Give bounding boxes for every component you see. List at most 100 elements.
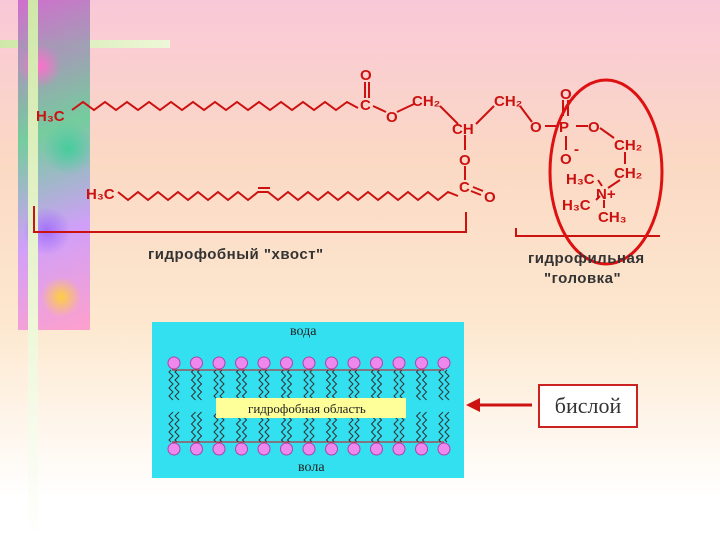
- lipid-head-bottom: [325, 442, 338, 456]
- lipid-tail-top: [303, 369, 309, 401]
- head-label-line1: гидрофильная: [528, 250, 645, 267]
- bilayer-callout-label: бислой: [554, 393, 622, 418]
- lipid-tail-top: [174, 369, 180, 401]
- lipid-head-bottom: [370, 442, 383, 456]
- lipid-tail-bottom: [168, 411, 174, 443]
- callout-arrowhead: [466, 398, 480, 412]
- lipid-head-bottom: [212, 442, 226, 456]
- lipid-tail-bottom: [415, 411, 422, 443]
- lipid-tail-top: [264, 369, 270, 401]
- bond-o-ch2: [396, 103, 415, 113]
- hydrophobic-region-label: гидрофобная область: [248, 401, 366, 416]
- atom-ch: CH: [452, 121, 474, 138]
- bilayer-diagram: вода гидрофобная область вола: [152, 322, 464, 478]
- atom-ch2-3: CH₂: [614, 137, 642, 154]
- lipid-head-top: [257, 356, 271, 370]
- atom-c2: C: [459, 179, 470, 196]
- atom-ch2-2: CH₂: [494, 93, 522, 110]
- bond-carbonyl2: [470, 190, 482, 196]
- lipid-tail-top: [331, 369, 338, 401]
- atom-ch3: CH₃: [598, 209, 627, 226]
- water-top-label: вода: [290, 324, 317, 339]
- lipid-head-bottom: [257, 442, 271, 456]
- lipid-head-top: [212, 356, 226, 370]
- lipid-head-bottom: [347, 442, 361, 456]
- lipid-head-bottom: [167, 442, 181, 456]
- hydrophobic-region-box: [216, 398, 406, 418]
- lipid-tail-bottom: [190, 411, 197, 443]
- lipid-head-top: [437, 356, 451, 370]
- lipid-tail-top: [393, 369, 399, 401]
- bond-ch2-ch: [439, 105, 459, 125]
- lipid-head-bottom: [415, 442, 428, 456]
- fatty-acid-chain-top: [71, 100, 359, 112]
- lipid-tail-top: [241, 369, 248, 401]
- lipid-tail-top: [258, 369, 264, 401]
- lipid-tail-top: [415, 369, 422, 401]
- tail-bracket: [33, 206, 467, 233]
- lipid-tail-top: [219, 369, 225, 401]
- lipid-tail-top: [213, 369, 219, 401]
- lipid-tail-top: [168, 369, 174, 401]
- lipid-tail-top: [348, 369, 354, 401]
- lipid-tail-top: [309, 369, 315, 401]
- lipid-tail-top: [370, 369, 377, 401]
- atom-o-carbonyl1: O: [360, 67, 372, 84]
- atom-o-carbonyl2: O: [484, 189, 496, 206]
- charge-minus: -: [574, 141, 579, 158]
- lipid-head-top: [280, 356, 293, 370]
- atom-ch2-4: CH₂: [614, 165, 642, 182]
- lipid-tail-top: [421, 369, 428, 401]
- water-bottom-label: вола: [298, 460, 325, 475]
- atom-h3c-n1: H₃C: [566, 171, 595, 188]
- lipid-head-top: [235, 356, 248, 370]
- lipid-head-bottom: [437, 442, 451, 456]
- lipid-head-bottom: [235, 442, 248, 456]
- lipid-head-top: [190, 356, 203, 370]
- atom-h3c-bottom: H₃C: [86, 186, 115, 203]
- atom-o-phosphate-top: O: [560, 86, 572, 103]
- bond-ch-ch2: [475, 105, 495, 125]
- atom-c1: C: [360, 97, 371, 114]
- bond-o-ch2-choline: [599, 127, 615, 139]
- head-label-line2: "головка": [544, 270, 622, 287]
- lipid-tail-bottom: [213, 411, 219, 443]
- lipid-tail-top: [325, 369, 332, 401]
- lipid-head-top: [347, 356, 361, 370]
- atom-h3c-top: H₃C: [36, 108, 65, 125]
- atom-h3c-n2: H₃C: [562, 197, 591, 214]
- atom-o-ester1: O: [386, 109, 398, 126]
- lipid-head-top: [392, 356, 406, 370]
- atom-ch2-1: CH₂: [412, 93, 440, 110]
- lipid-head-top: [325, 356, 338, 370]
- atom-o-phosphate-right: O: [588, 119, 600, 136]
- lipid-tail-bottom: [444, 411, 450, 443]
- lipid-tail-top: [438, 369, 444, 401]
- lipid-tail-top: [286, 369, 293, 401]
- bond-n-ch3-left: [595, 195, 601, 201]
- atom-n-plus: N+: [596, 186, 616, 203]
- lipid-tail-bottom: [421, 411, 428, 443]
- lipid-head-bottom: [392, 442, 406, 456]
- decorative-bar-vertical: [28, 0, 38, 540]
- lipid-head-bottom: [190, 442, 203, 456]
- bond-c1-o: [372, 105, 387, 113]
- tail-label: гидрофобный "хвост": [148, 246, 324, 263]
- lipid-tail-bottom: [174, 411, 180, 443]
- bilayer-molecules: [167, 356, 451, 456]
- lipid-tail-top: [354, 369, 360, 401]
- bond-ch2-n: [607, 179, 621, 189]
- bond-n-ch3-top: [597, 179, 603, 187]
- lipid-tail-top: [280, 369, 287, 401]
- bilayer-callout-box: бислой: [538, 384, 638, 428]
- lipid-head-top: [302, 356, 316, 370]
- lipid-head-bottom: [280, 442, 293, 456]
- atom-o-ester3: O: [459, 152, 471, 169]
- fatty-acid-chain-bottom: [117, 190, 459, 202]
- lipid-head-top: [167, 356, 181, 370]
- lipid-tail-top: [235, 369, 242, 401]
- atom-o-ester2: O: [530, 119, 542, 136]
- bond-carbonyl2b: [472, 186, 484, 192]
- atom-o-phosphate-bottom: O: [560, 151, 572, 168]
